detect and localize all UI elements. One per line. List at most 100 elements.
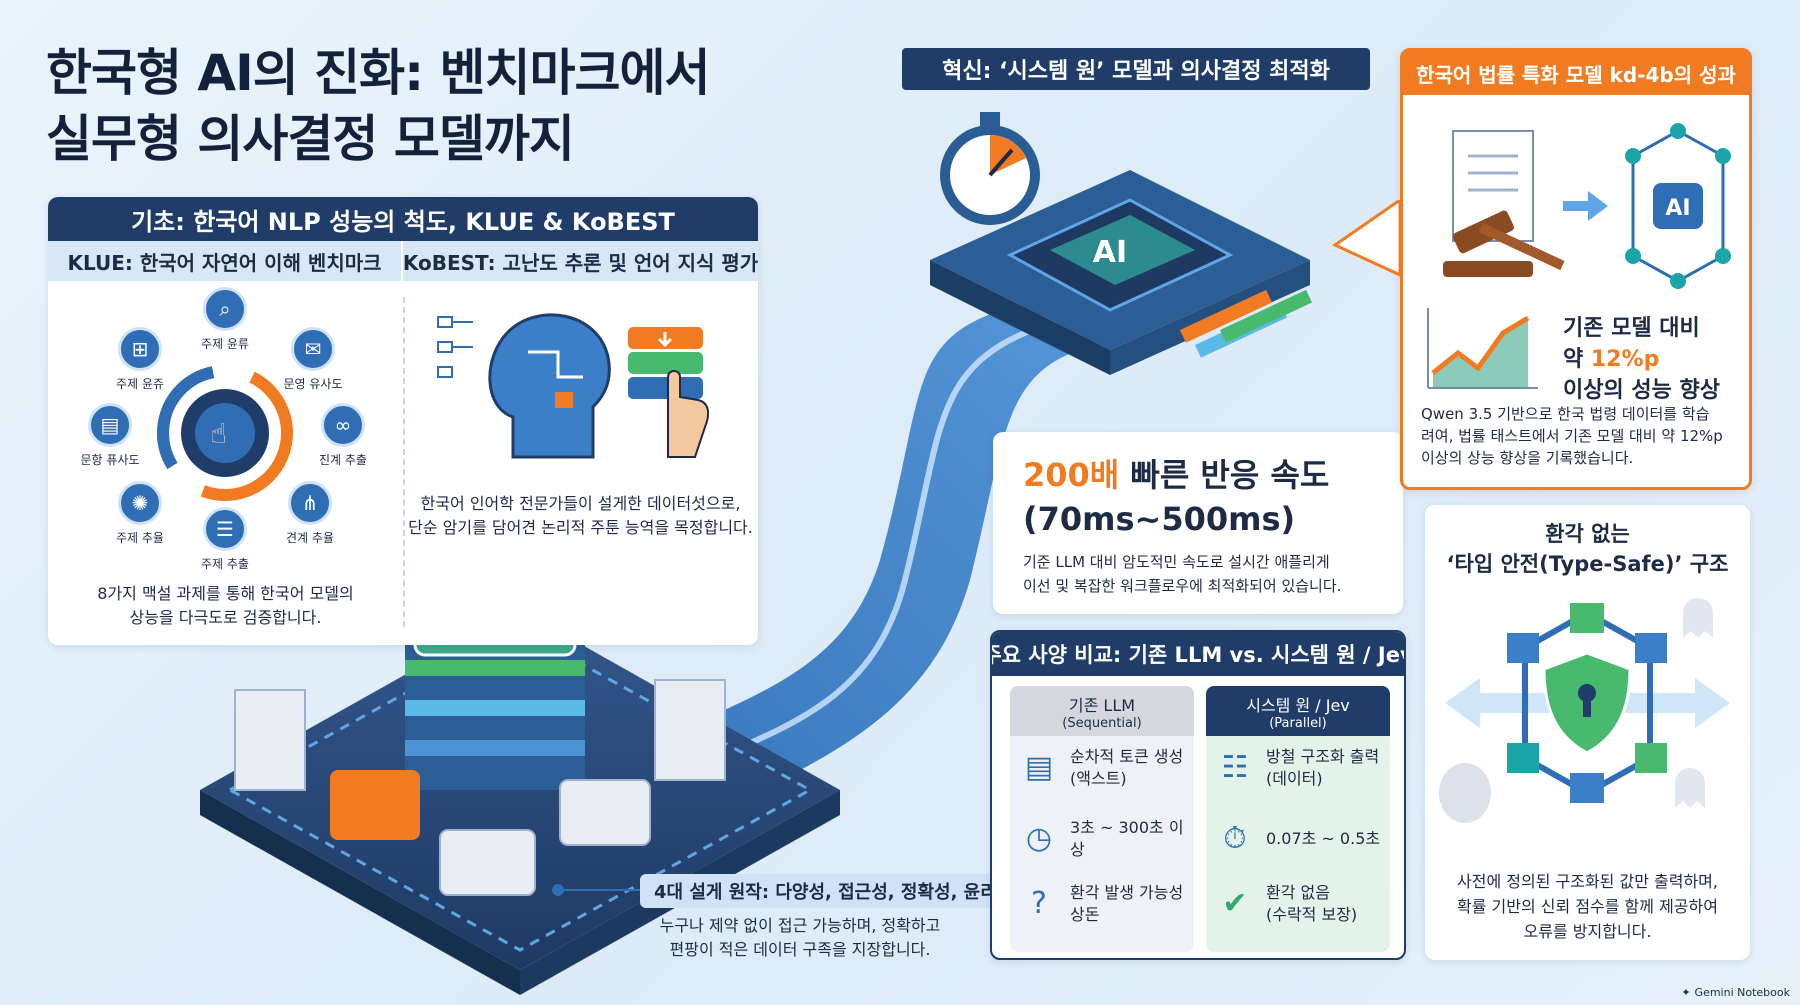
- innovation-header: 혁신: ‘시스템 원’ 모델과 의사결정 최적화: [902, 48, 1370, 90]
- growth-chart-icon: [1427, 308, 1538, 389]
- speed-headline: 200배 빠른 반응 속도: [1023, 450, 1373, 496]
- legal-stat-line1: 기존 모델 대비: [1563, 316, 1700, 341]
- road-path: [600, 300, 1120, 820]
- typesafe-illustration: [1439, 598, 1730, 823]
- stopwatch-icon: [940, 112, 1040, 225]
- klue-description: 8가지 맥설 과제를 통해 한국어 모델의 상능을 다극도로 검증합니다.: [48, 582, 403, 630]
- legacy-row-2: ◷ 3초 ~ 300초 이상: [1018, 816, 1194, 862]
- foundation-divider: [403, 297, 405, 627]
- chip-platform: AI: [930, 170, 1313, 375]
- server-rack-right: [654, 679, 726, 781]
- principles-description: 누구나 제약 없이 접근 가능하며, 정확하고 편팡이 적은 데이터 구족을 지…: [640, 914, 960, 962]
- legacy-row-3-line1: 환각 발생 가능성: [1070, 883, 1184, 902]
- gavel-document-icon: [1443, 130, 1565, 277]
- typesafe-desc-line2: 확률 기반의 신뢰 점수를 함께 제공하여: [1457, 897, 1718, 916]
- system-row-1: ☷ 방철 구조화 출력 (데이터): [1214, 746, 1390, 790]
- kobest-desc-line2: 단순 암기를 담어견 논리적 주툰 능역을 목정합니다.: [408, 518, 753, 537]
- arrow-right-icon: [1563, 191, 1608, 221]
- magnifier-icon: ⌕: [203, 287, 247, 331]
- kobest-title: KoBEST: 고난도 추론 및 언어 지식 평가: [403, 241, 758, 281]
- foundation-card: 기초: 한국어 NLP 성능의 척도, KLUE & KoBEST KLUE: …: [48, 197, 758, 645]
- network-block: [439, 829, 536, 896]
- klue-node-7: ▤문항 퓨사도: [55, 403, 165, 468]
- klue-node-5: ☰ 주제 추출: [170, 507, 280, 572]
- typesafe-title-line1: 환각 없는: [1545, 522, 1630, 546]
- footer-brand: ✦ Gemini Notebook: [1681, 986, 1790, 999]
- page-title: 한국형 AI의 진화: 벤치마크에서 실무형 의사결정 모델까지: [46, 40, 711, 172]
- foundation-header: 기초: 한국어 NLP 성능의 척도, KLUE & KoBEST: [48, 197, 758, 241]
- legal-stat: 기존 모델 대비 약 12%p 이상의 성능 향상: [1563, 313, 1720, 406]
- legal-stat-line2: 약 12%p: [1563, 344, 1720, 375]
- hierarchy-icon: ⊞: [118, 327, 162, 371]
- system-row-2-line1: 0.07초 ~ 0.5초: [1266, 829, 1381, 848]
- typesafe-desc-line3: 오류를 방지합니다.: [1523, 922, 1652, 941]
- orange-block: [330, 770, 420, 840]
- system-row-1-line1: 방철 구조화 출력: [1266, 747, 1380, 766]
- klue-node-label: 문항 퓨사도: [80, 453, 140, 467]
- data-stack-icon: [628, 327, 703, 399]
- head-profile-icon: [488, 313, 611, 459]
- legal-desc-line3: 이상의 상능 향상을 기록했습니다.: [1421, 449, 1634, 467]
- principles-dot: [552, 884, 564, 896]
- chat-icon: ✉: [291, 327, 335, 371]
- klue-node-label: 주제 윤쥬: [116, 377, 164, 391]
- ghost-icon: [1683, 598, 1713, 638]
- legacy-title: 기존 LLM: [1068, 696, 1136, 715]
- legacy-row-3-line2: 상돈: [1070, 905, 1100, 924]
- typesafe-description: 사전에 정의된 구조화된 값만 출력하며, 확률 기반의 신뢰 점수를 함께 제…: [1425, 869, 1750, 944]
- speed-desc-line2: 이선 및 복잡한 워크플로우에 최적화되어 있습니다.: [1023, 577, 1342, 595]
- legal-description: Qwen 3.5 기반으로 한국 법령 데이터를 학습 려여, 법률 태스트에서…: [1421, 403, 1723, 469]
- principles-desc-line1: 누구나 제약 없이 접근 가능하며, 정확하고: [659, 916, 941, 935]
- kobest-desc-line1: 한국어 인어학 전문가들이 설게한 데이터섯으로,: [420, 494, 741, 513]
- speed-card: 200배 빠른 반응 속도 (70ms~500ms) 기준 LLM 대비 암도적…: [993, 432, 1403, 614]
- speed-desc-line1: 기준 LLM 대비 암도적민 속도로 설시간 애플리게: [1023, 553, 1330, 571]
- legal-illustration: AI: [1443, 123, 1731, 289]
- share-icon: ⋔: [288, 481, 332, 525]
- legacy-row-1: ▤순차적 토큰 생성(액스트): [1018, 746, 1194, 790]
- klue-node-2: ✉ 문영 유사도: [258, 327, 368, 392]
- footer-text: Gemini Notebook: [1694, 986, 1790, 999]
- kobest-illustration: [437, 313, 710, 459]
- typesafe-title: 환각 없는 ‘타입 안전(Type-Safe)’ 구조: [1425, 505, 1750, 579]
- kobest-description: 한국어 인어학 전문가들이 설게한 데이터섯으로, 단순 암기를 담어견 논리적…: [403, 492, 758, 540]
- ai-network-icon: AI: [1625, 123, 1731, 289]
- legal-callout-pointer: [1331, 200, 1402, 278]
- speed-multiplier: 200배: [1023, 456, 1120, 494]
- system-title: 시스템 원 / Jev: [1246, 696, 1350, 715]
- grid-data-icon: ☷: [1221, 750, 1249, 785]
- logic-gate-icon: [437, 316, 473, 378]
- shield-check-icon: ✔: [1222, 886, 1248, 921]
- system-row-3-line1: 환각 없음: [1266, 883, 1330, 902]
- link-icon: ∞: [321, 403, 365, 447]
- legacy-row-2-line1: 3초 ~ 300초 이상: [1070, 818, 1184, 859]
- klue-node-label: 문영 유사도: [283, 377, 343, 391]
- klue-desc-line2: 상능을 다극도로 검증합니다.: [129, 608, 322, 627]
- gear-block: [559, 779, 651, 846]
- system-row-3-line2: (수락적 보장): [1266, 905, 1358, 924]
- speed-headline-rest: 빠른 반응 속도: [1130, 456, 1330, 494]
- klue-node-label: 견계 추율: [286, 531, 334, 545]
- legacy-row-1-line2: (액스트): [1070, 769, 1127, 788]
- klue-node-1: ⌕주제 윤류: [170, 287, 280, 352]
- chip-label: AI: [1093, 235, 1127, 270]
- principles-title: 4대 설게 원작: 다양성, 접근성, 정확성, 윤리성: [640, 874, 1028, 908]
- legal-desc-line2: 려여, 법률 태스트에서 기존 모델 대비 약 12%p: [1421, 427, 1723, 445]
- klue-desc-line1: 8가지 맥설 과제를 통해 한국어 모델의: [97, 584, 354, 603]
- clock-icon: ◷: [1025, 821, 1053, 856]
- legal-card: 한국어 법률 특화 모델 kd-4b의 성과 AI 기존 모델 대비 약 12%…: [1400, 48, 1752, 490]
- comparison-header: 주요 사양 비교: 기존 LLM vs. 시스템 원 / Jev: [992, 632, 1404, 676]
- question-cloud-icon: ?: [1031, 886, 1047, 921]
- legal-stat-line3: 이상의 성능 향상: [1563, 378, 1720, 403]
- page-title-line1: 한국형 AI의 진화: 벤치마크에서: [46, 44, 711, 102]
- brain-icon: ✺: [118, 481, 162, 525]
- list-icon: ☰: [203, 507, 247, 551]
- typesafe-desc-line1: 사전에 정의된 구조화된 값만 출력하며,: [1457, 872, 1718, 891]
- klue-node-label: 주제 추율: [116, 531, 164, 545]
- legal-stat-value: 12%p: [1590, 347, 1660, 372]
- system-row-1-line2: (데이터): [1266, 769, 1323, 788]
- system-subtitle: (Parallel): [1269, 716, 1327, 731]
- hand-tap-icon: [667, 370, 710, 458]
- speed-range: (70ms~500ms): [1023, 500, 1296, 538]
- klue-node-label: 주제 추출: [201, 557, 249, 571]
